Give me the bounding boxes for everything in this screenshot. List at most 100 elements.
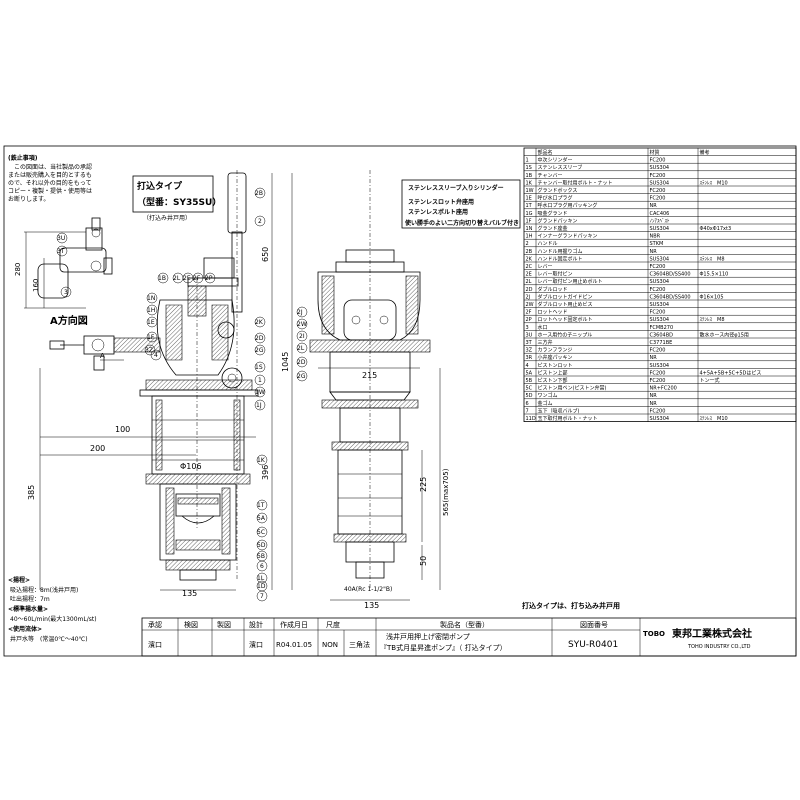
parts-cell: FC200 [650, 348, 666, 354]
parts-cell: ｽﾃﾝﾚｽ M10 [700, 180, 728, 186]
parts-cell: FCMB270 [650, 325, 674, 331]
parts-cell: SUS304 [650, 416, 670, 422]
parts-cell: FC200 [650, 158, 666, 164]
tb-drawing-no: SYU-R0401 [568, 640, 618, 650]
parts-cell: グランドパッキン [538, 217, 578, 224]
parts-cell: ハンドル固定ボルト [538, 255, 583, 262]
parts-cell: ワンゴム [538, 392, 558, 399]
spec-line: 吐出揚程：7m [10, 595, 50, 603]
notes-line: コピー・複製・提供・使用等は [8, 187, 92, 195]
parts-cell: 呼び水口プラグ [538, 195, 573, 202]
tb-header: 製品名（型番） [440, 620, 489, 629]
parts-cell: FC200 [650, 264, 666, 270]
parts-cell: SUS304 [650, 226, 670, 232]
parts-cell: SUS304 [650, 165, 670, 171]
callout-label: 1 [258, 377, 262, 384]
dim-100: 100 [115, 425, 130, 434]
dim-385: 385 [27, 485, 36, 500]
callout-label: 1W [255, 389, 265, 396]
parts-cell: チャンバー取付用ボルト・ナット [538, 179, 613, 186]
parts-cell: 1S [526, 165, 532, 171]
type-sub: （打込み井戸用） [143, 214, 191, 222]
parts-cell: 1K [526, 180, 533, 186]
tb-value: 濱口 [249, 640, 263, 649]
parts-cell: FC200 [650, 173, 666, 179]
parts-cell: C3604BD [650, 332, 674, 338]
view-label: A方向図 [50, 314, 88, 327]
parts-cell: 2D [526, 287, 533, 293]
parts-header-cell: 部品名 [538, 149, 553, 156]
parts-cell: 中次シリンダー [538, 157, 573, 164]
title-block: 承認 検図 製図 設計 作成月日 尺度 製品名（型番） 図面番号 濱口 濱口 R… [141, 617, 797, 657]
parts-cell: FC200 [650, 378, 666, 384]
callout-label: 2K [255, 319, 264, 326]
parts-cell: 3 [526, 325, 529, 331]
parts-cell: 2K [526, 256, 533, 262]
parts-cell: 玉下（吸収バルブ) [538, 407, 580, 414]
callout-label: 2G [255, 347, 264, 354]
callout-label: 2W [297, 321, 307, 328]
callout-label: 2B [255, 190, 263, 197]
parts-cell: 7 [526, 408, 529, 414]
parts-cell: 3U [526, 332, 533, 338]
parts-cell: NR [650, 203, 658, 209]
parts-cell: NR [650, 249, 658, 255]
parts-cell: グランド座金 [538, 225, 568, 232]
parts-cell: 2L [526, 279, 532, 285]
parts-cell: 5D [526, 393, 533, 399]
parts-cell: NR [650, 355, 658, 361]
tb-header: 検図 [184, 620, 198, 629]
tb-header: 製図 [217, 620, 231, 629]
a-direction-view: 280 160 A方向図 [14, 217, 113, 327]
parts-cell: 1F [526, 218, 532, 224]
parts-cell: 2J [526, 294, 531, 300]
parts-cell: 1N [526, 226, 533, 232]
parts-cell: ピストン上部 [538, 369, 568, 376]
parts-cell: 2P [526, 317, 532, 323]
parts-cell: 5B [526, 378, 533, 384]
tb-brand: TOBO [643, 630, 665, 638]
parts-cell: チャンバー [538, 173, 563, 179]
type-model: （型番：SY35SU） [137, 196, 221, 208]
parts-cell: 1H [526, 234, 533, 240]
callout-label: 2P [205, 275, 213, 282]
parts-cell: ハンドル [538, 241, 558, 247]
dim-50: 50 [419, 556, 428, 566]
parts-cell: FC200 [650, 196, 666, 202]
parts-cell: 1B [526, 173, 533, 179]
dim-160: 160 [32, 279, 40, 292]
parts-cell: 5A [526, 370, 533, 376]
cylinder-title: ステンレススリーブ入りシリンダー [408, 184, 504, 192]
main-dimensions: 100 200 385 650 1045 396 135 Φ106 [27, 173, 293, 598]
tb-header: 図面番号 [580, 621, 608, 629]
callout-label: 2F [193, 275, 201, 282]
parts-cell: レバー取付ピン用止めボルト [538, 278, 603, 285]
notes-line: お断りします。 [8, 195, 49, 203]
parts-cell: FC200 [650, 408, 666, 414]
callout-label: 1T [257, 502, 265, 509]
callout-label: 5B [257, 553, 265, 560]
parts-cell: ハンドル用握りゴム [538, 248, 583, 255]
spec-line: 40～60L/min(最大1300mL/st) [10, 615, 97, 623]
parts-cell: C3771BE [650, 340, 673, 346]
tb-value: 濱口 [148, 640, 162, 649]
tb-header: 承認 [148, 620, 162, 629]
dim-280: 280 [14, 263, 22, 276]
pipe-size: 40A(Rc 1-1/2"B) [344, 586, 392, 593]
tb-value: NON [322, 641, 338, 649]
callout-label: 1D [257, 583, 266, 590]
dim-200: 200 [90, 444, 105, 453]
parts-cell: 小弁座パッキン [538, 354, 573, 361]
parts-cell: NR+FC200 [650, 386, 677, 392]
parts-cell: カランフランジ [538, 348, 573, 354]
pump-side-view: 215 565(max705) 225 50 135 40A(Rc 1-1/2"… [309, 170, 450, 610]
parts-header-cell: 材質 [650, 149, 660, 156]
parts-cell: インナーグランドパッキン [538, 233, 598, 240]
callout-label: 1L [257, 575, 265, 582]
parts-cell: グランドボックス [538, 187, 578, 194]
callout-label: 1J [256, 402, 262, 409]
callout-label: 2D [255, 335, 264, 342]
dim-135-side: 135 [364, 601, 379, 610]
parts-cell: ｽﾃﾝﾚｽ M8 [700, 317, 725, 323]
parts-cell: レバー取付ピン [538, 271, 573, 278]
